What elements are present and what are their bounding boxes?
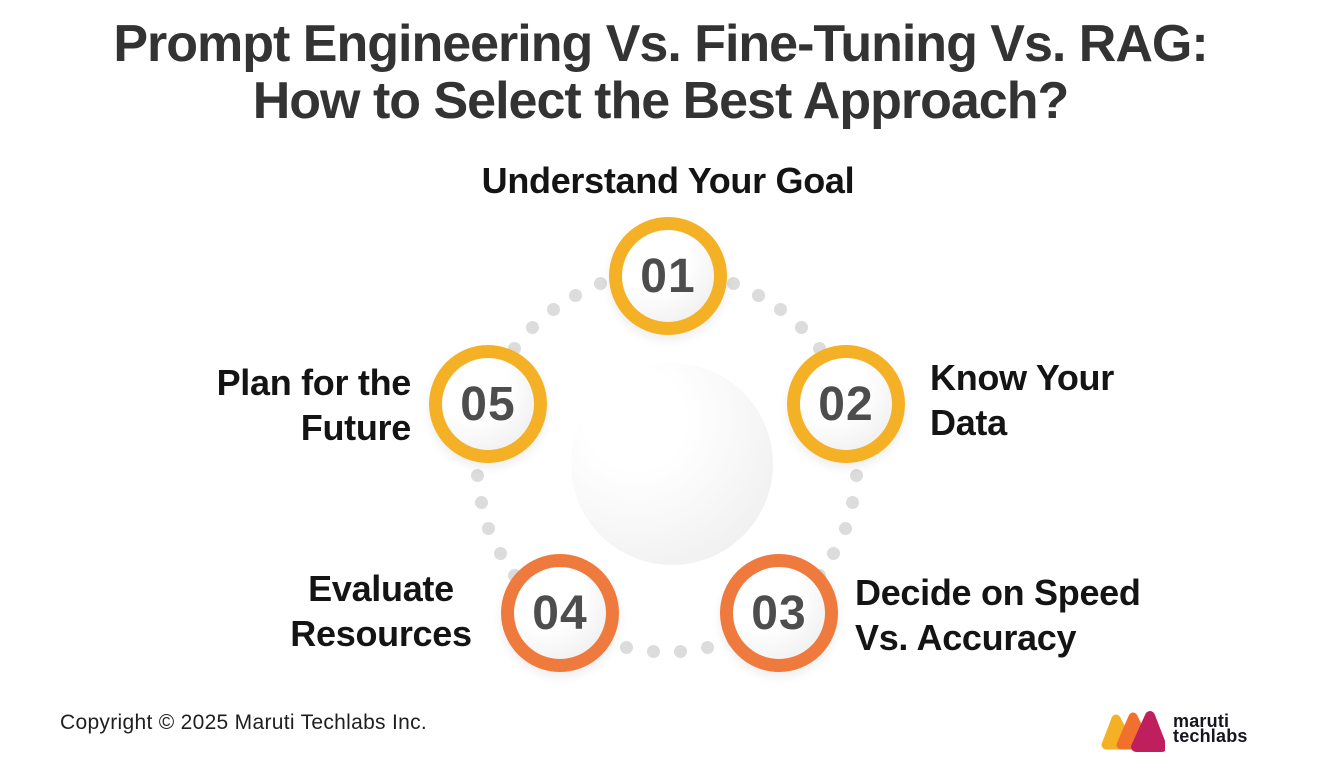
ring-dot bbox=[474, 495, 488, 509]
ring-dot bbox=[726, 277, 740, 291]
step-circle-1: 01 bbox=[609, 217, 727, 335]
maruti-techlabs-logo: maruti techlabs bbox=[1101, 709, 1271, 757]
step-number-2: 02 bbox=[818, 377, 874, 431]
step-label-decide-on-speed-vs-accuracy: Decide on Speed Vs. Accuracy bbox=[855, 572, 1141, 658]
page-title-line-1: Prompt Engineering Vs. Fine-Tuning Vs. R… bbox=[113, 15, 1208, 73]
ring-dot bbox=[493, 546, 507, 560]
maruti-techlabs-logo-icon bbox=[1101, 711, 1165, 752]
ring-dot bbox=[594, 277, 608, 291]
ring-dot bbox=[546, 303, 560, 317]
step-label-know-your-data: Know Your Data bbox=[930, 357, 1114, 443]
ring-dot bbox=[674, 645, 688, 659]
page-title-line-2: How to Select the Best Approach? bbox=[252, 72, 1070, 130]
logo-wordmark-line-1: maruti bbox=[1173, 711, 1230, 731]
step-number-4: 04 bbox=[532, 586, 588, 640]
step-label-evaluate-resources: Evaluate Resources bbox=[290, 568, 472, 654]
copyright-text: Copyright © 2025 Maruti Techlabs Inc. bbox=[60, 711, 428, 734]
ring-dot bbox=[700, 641, 714, 655]
step-number-3: 03 bbox=[751, 586, 807, 640]
step-label-understand-your-goal: Understand Your Goal bbox=[481, 160, 855, 201]
ring-dot bbox=[482, 521, 496, 535]
page-title: Prompt Engineering Vs. Fine-Tuning Vs. R… bbox=[0, 16, 1321, 130]
ring-dot bbox=[846, 495, 860, 509]
ring-dot bbox=[646, 645, 660, 659]
step-circle-4: 04 bbox=[501, 554, 619, 672]
step-number-5: 05 bbox=[460, 377, 516, 431]
ring-dot bbox=[827, 546, 841, 560]
logo-triangle-magenta-icon bbox=[1131, 711, 1165, 752]
ring-dot bbox=[794, 321, 808, 335]
step-number-1: 01 bbox=[640, 249, 696, 303]
ring-dot bbox=[526, 321, 540, 335]
step-circle-5: 05 bbox=[429, 345, 547, 463]
ring-dot bbox=[838, 521, 852, 535]
ring-dot bbox=[850, 469, 864, 483]
ring-dot bbox=[751, 288, 765, 302]
step-circle-3: 03 bbox=[720, 554, 838, 672]
ring-dot bbox=[470, 469, 484, 483]
ring-dot bbox=[569, 288, 583, 302]
logo-wordmark: maruti techlabs bbox=[1173, 711, 1248, 746]
ring-dot bbox=[620, 641, 634, 655]
step-label-plan-for-the-future: Plan for the Future bbox=[216, 362, 412, 448]
step-circle-2: 02 bbox=[787, 345, 905, 463]
logo-wordmark-line-2: techlabs bbox=[1173, 725, 1248, 746]
ring-dot bbox=[774, 303, 788, 317]
center-sphere bbox=[571, 363, 773, 565]
